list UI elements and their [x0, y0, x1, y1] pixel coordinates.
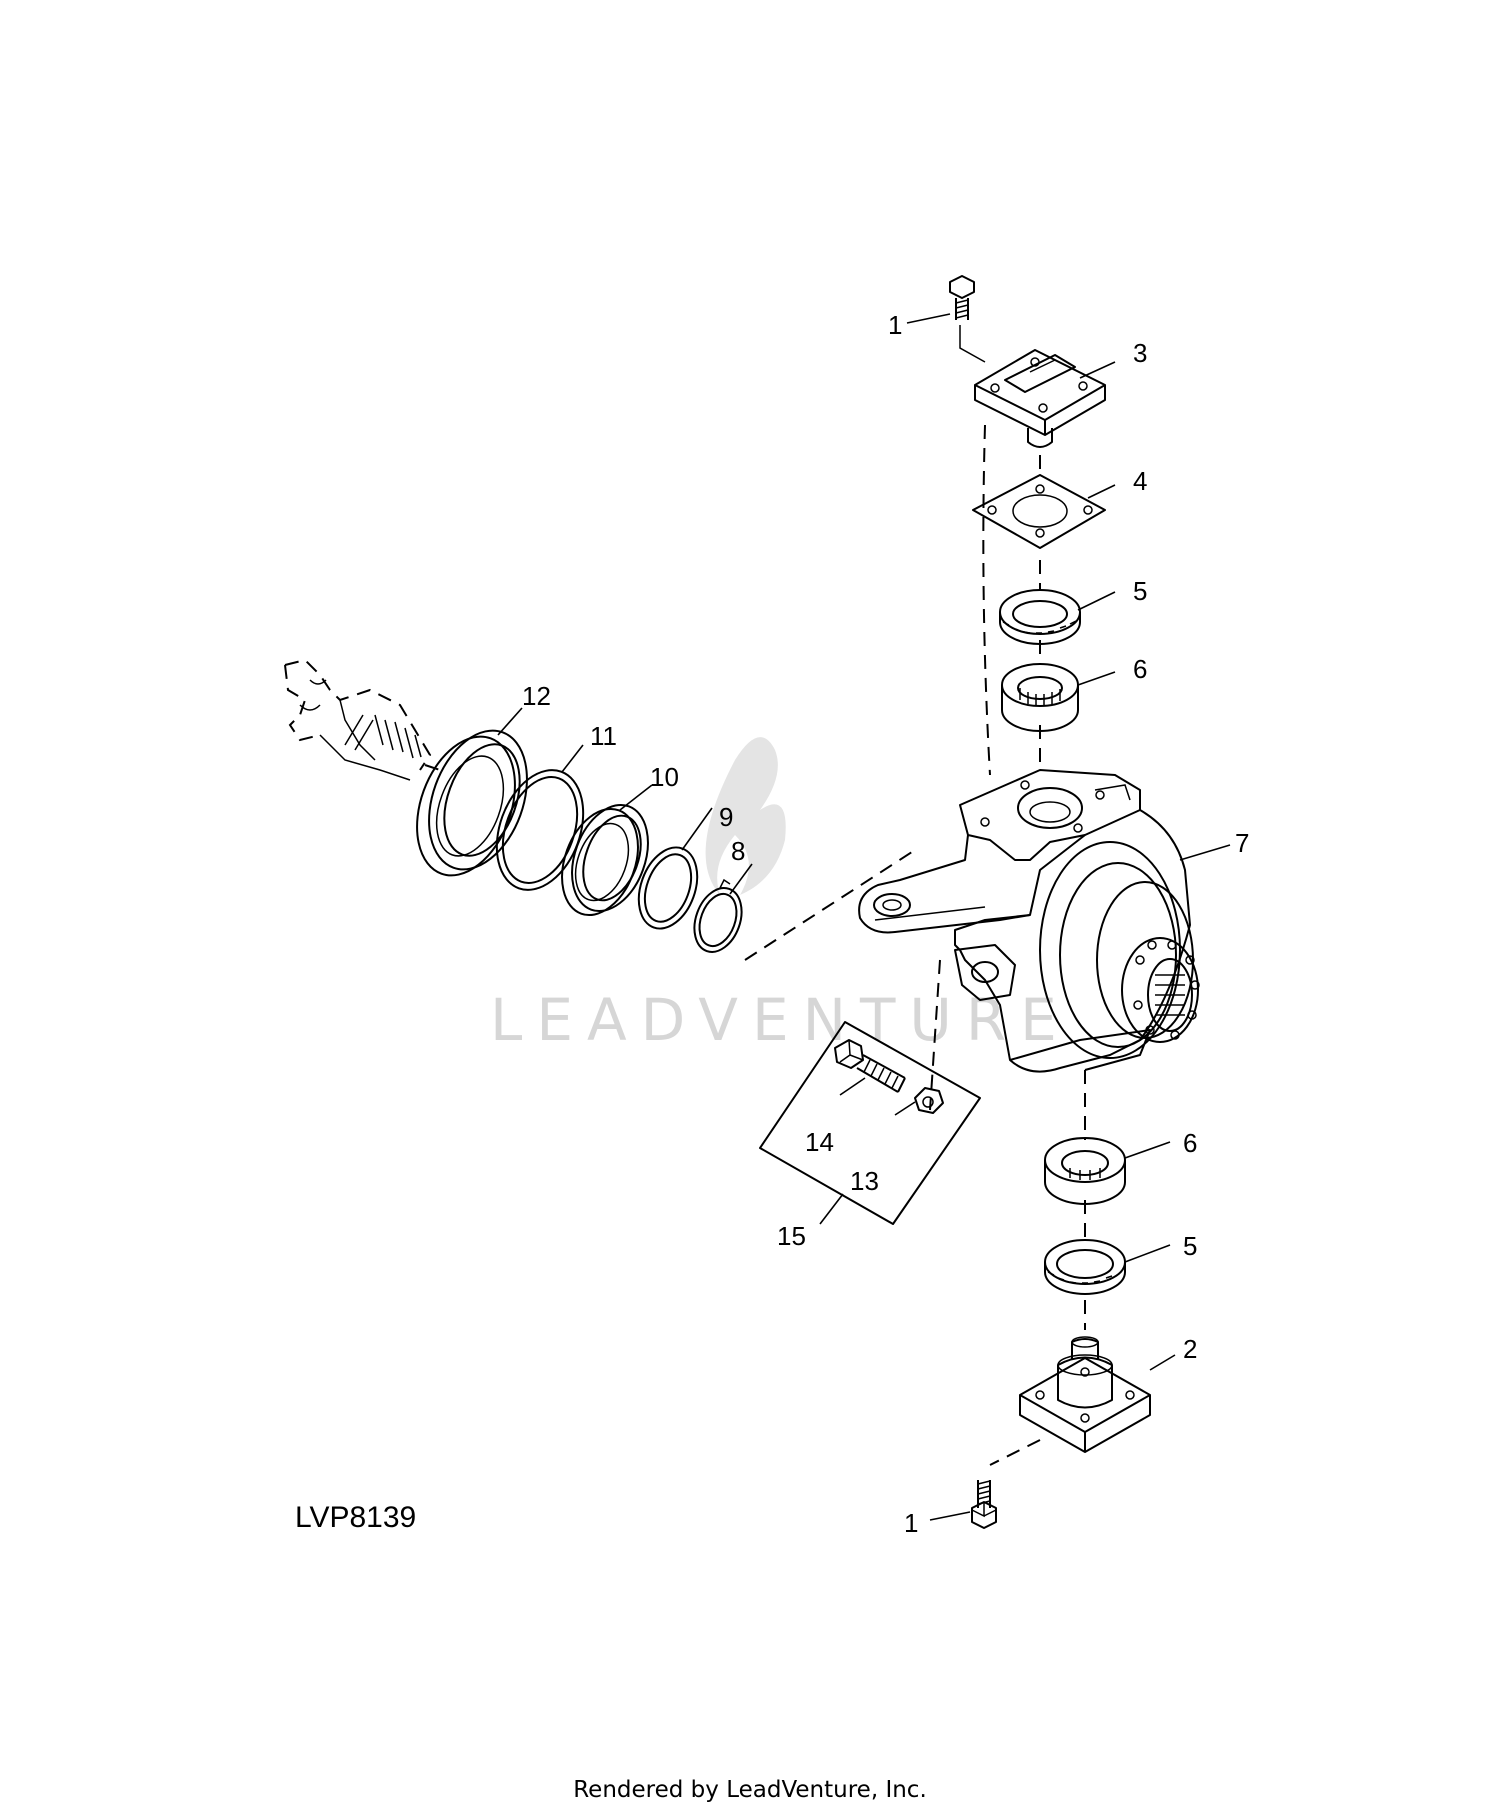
part-1-top-bolt — [949, 275, 986, 363]
part-3-top-cap — [974, 349, 1106, 448]
part-6-top-bearing — [1001, 663, 1079, 732]
part-8-snap-ring — [693, 878, 743, 953]
part-6-bottom-bearing — [1044, 1137, 1126, 1205]
part-12-large-seal — [416, 729, 528, 877]
callout-5-top: 5 — [1133, 576, 1147, 606]
part-1-bottom-bolt — [971, 1480, 997, 1529]
part-7-knuckle-housing — [858, 769, 1200, 1080]
callout-6-top: 6 — [1133, 654, 1147, 684]
callout-2: 2 — [1183, 1334, 1197, 1364]
watermark-text: LEADVENTURE — [490, 986, 1071, 1054]
part-10-seal — [561, 803, 649, 917]
callout-5-bottom: 5 — [1183, 1231, 1197, 1261]
callout-9: 9 — [719, 802, 733, 832]
drive-shaft-yoke — [284, 658, 432, 781]
part-4-gasket — [972, 474, 1106, 549]
part-5-bottom-seal — [1044, 1239, 1126, 1295]
callout-6-bottom: 6 — [1183, 1128, 1197, 1158]
footer-credit: Rendered by LeadVenture, Inc. — [573, 1777, 927, 1803]
part-2-bottom-pivot — [1019, 1336, 1151, 1453]
callout-1-top: 1 — [888, 310, 902, 340]
callout-8: 8 — [731, 836, 745, 866]
part-14-bolt — [834, 1039, 906, 1093]
watermark: LEADVENTURE — [490, 737, 1071, 1054]
callout-11: 11 — [590, 721, 617, 751]
part-13-nut — [914, 1087, 944, 1114]
callout-15: 15 — [777, 1221, 806, 1251]
callout-12: 12 — [522, 681, 551, 711]
callout-14: 14 — [805, 1127, 834, 1157]
callout-3: 3 — [1133, 338, 1147, 368]
callout-13: 13 — [850, 1166, 879, 1196]
callout-7: 7 — [1235, 828, 1249, 858]
leader-lines — [497, 313, 1231, 1521]
callouts: 1 3 4 5 6 7 8 9 10 11 12 13 14 15 6 5 2 … — [522, 310, 1249, 1538]
callout-4: 4 — [1133, 466, 1147, 496]
assembly-lines — [424, 424, 1086, 1466]
callout-1-bottom: 1 — [904, 1508, 918, 1538]
part-11-retaining-ring — [495, 769, 585, 891]
kit-15-box — [759, 1021, 981, 1225]
figure-id: LVP8139 — [295, 1501, 416, 1534]
part-5-top-seal — [999, 589, 1081, 645]
callout-10: 10 — [650, 762, 679, 792]
